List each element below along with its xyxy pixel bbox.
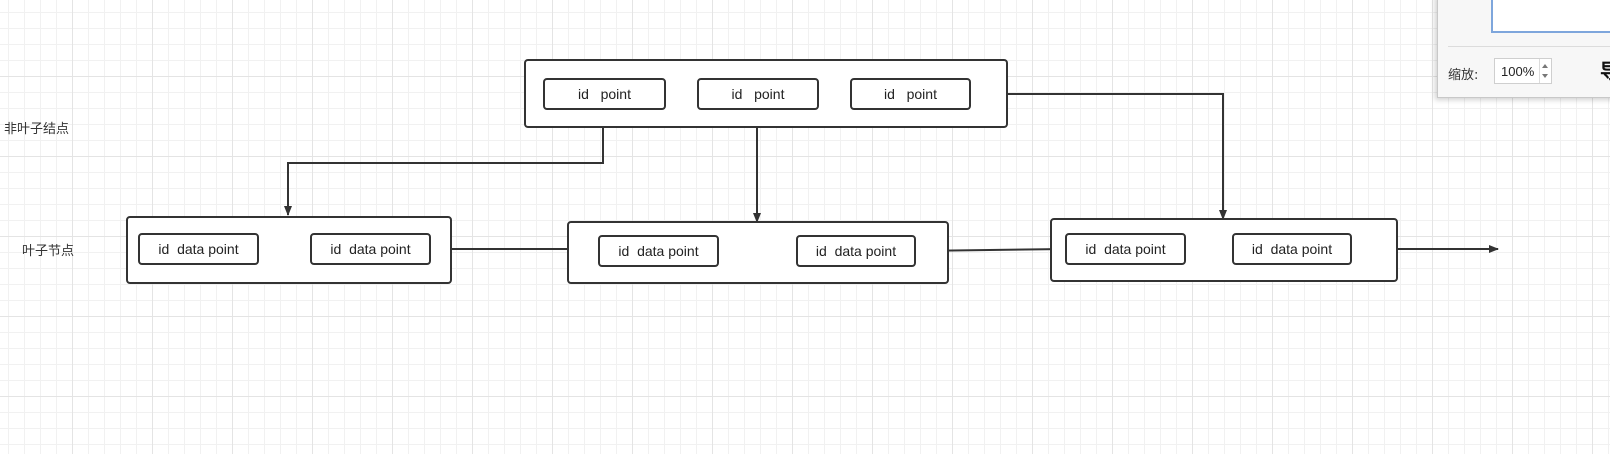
leaf-entry[interactable]: id data point bbox=[1065, 233, 1186, 265]
root-key-1[interactable]: id point bbox=[543, 78, 666, 110]
leaf-entry[interactable]: id data point bbox=[1232, 233, 1352, 265]
zoom-input[interactable]: 100% bbox=[1494, 58, 1552, 84]
spin-down-icon[interactable] bbox=[1542, 74, 1548, 78]
pointer-arrow-3 bbox=[970, 93, 1227, 220]
leaf-entry[interactable]: id data point bbox=[598, 235, 719, 267]
panel-edge-button[interactable]: 导 bbox=[1600, 55, 1610, 83]
outline-preview[interactable] bbox=[1491, 0, 1610, 33]
zoom-spinner[interactable] bbox=[1539, 59, 1551, 83]
spin-up-icon[interactable] bbox=[1542, 64, 1548, 68]
zoom-value: 100% bbox=[1501, 64, 1535, 79]
zoom-label: 缩放: bbox=[1448, 68, 1479, 83]
root-key-2[interactable]: id point bbox=[697, 78, 819, 110]
root-key-3[interactable]: id point bbox=[850, 78, 971, 110]
pointer-arrow-1 bbox=[284, 110, 604, 216]
leaf-entry[interactable]: id data point bbox=[138, 233, 259, 265]
leaf-entry[interactable]: id data point bbox=[310, 233, 431, 265]
panel-divider bbox=[1448, 46, 1610, 47]
leaf-lane-label: 叶子节点 bbox=[22, 244, 75, 259]
nonleaf-lane-label: 非叶子结点 bbox=[4, 122, 70, 137]
leaf-entry[interactable]: id data point bbox=[796, 235, 916, 267]
zoom-panel: 缩放: 100% 导 bbox=[1437, 0, 1610, 98]
